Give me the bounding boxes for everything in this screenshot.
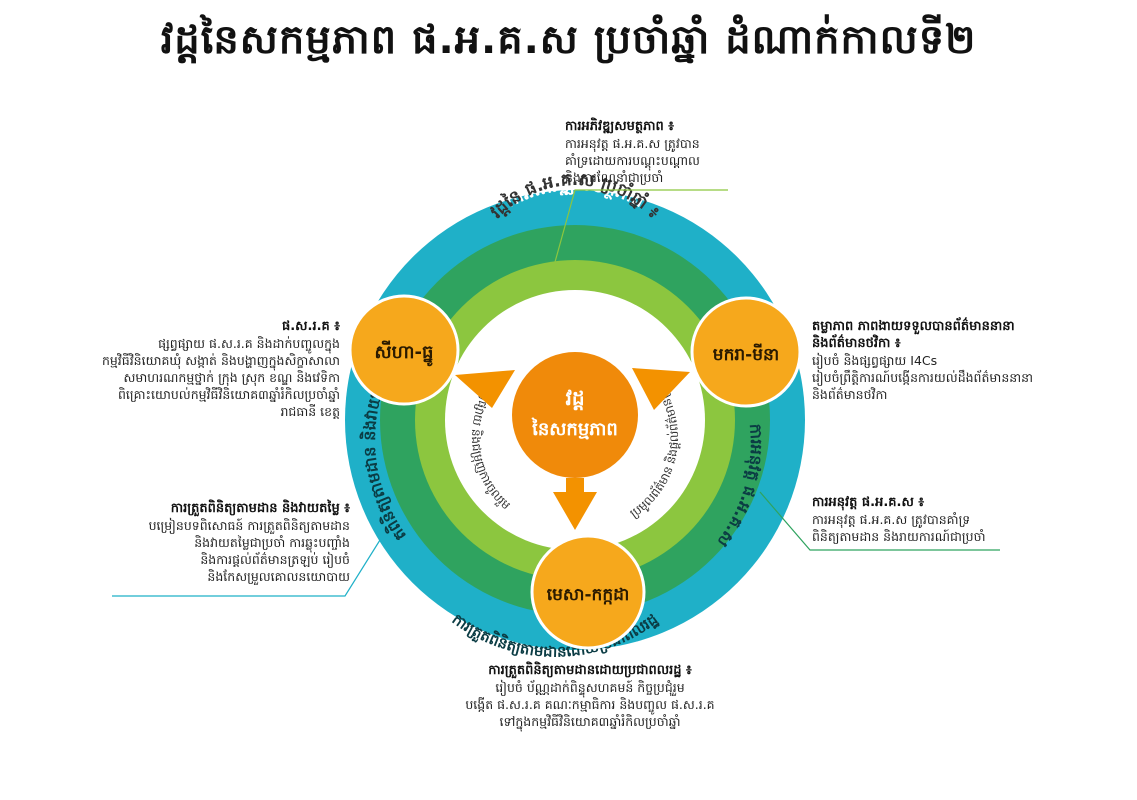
arrow-right [632, 368, 690, 410]
note-left: ផ.ស.រ.គ ៖ ផ្សព្វផ្សាយ ផ.ស.រ.គ និងដាក់បញ្… [101, 319, 340, 419]
center-circle [512, 352, 638, 478]
arrow-down [553, 492, 597, 530]
ring-left-label: ការត្រួតពិនិត្យតាមដាន និងវាយតម្លៃ [0, 0, 410, 544]
note-top: ការអភិវឌ្ឍសមត្ថភាព ៖ ការអនុវត្ត ផ.អ.គ.ស … [565, 119, 700, 185]
leader-left-lower [112, 539, 381, 597]
note-bottom: ការត្រួតពិនិត្យតាមដានដោយប្រជាពលរដ្ឋ ៖ រៀ… [465, 663, 715, 729]
node-bottom [530, 534, 646, 650]
arrow-down-stem [566, 478, 584, 494]
node-right-label: មករា-មីនា [713, 343, 779, 365]
note-right-lower: ការអនុវត្ត ផ.អ.គ.ស ៖ ការអនុវត្ត ផ.អ.គ.ស … [812, 495, 986, 544]
leader-right-lower [759, 491, 1000, 551]
node-right [690, 296, 802, 408]
node-bottom-label: មេសា-កក្កដា [547, 585, 630, 605]
arrow-left [455, 370, 515, 408]
note-right: តម្លាភាព ភាពងាយទទួលបានព័ត៌មាននានា និងព័ត… [812, 319, 1034, 402]
node-left [348, 294, 460, 406]
center-line2: នៃសកម្មភាព [531, 417, 618, 440]
page-title: វដ្តនៃសកម្មភាព ផ.អ.គ.ស ប្រចាំឆ្នាំ ដំណាក… [160, 17, 977, 63]
leader-top [554, 189, 728, 263]
note-left-lower: ការត្រួតពិនិត្យតាមដាន និងវាយតម្លៃ ៖ បម្រ… [148, 501, 350, 584]
center-line1: វដ្ត [565, 386, 584, 411]
node-left-label: សីហា-ធ្នូ [375, 340, 434, 367]
